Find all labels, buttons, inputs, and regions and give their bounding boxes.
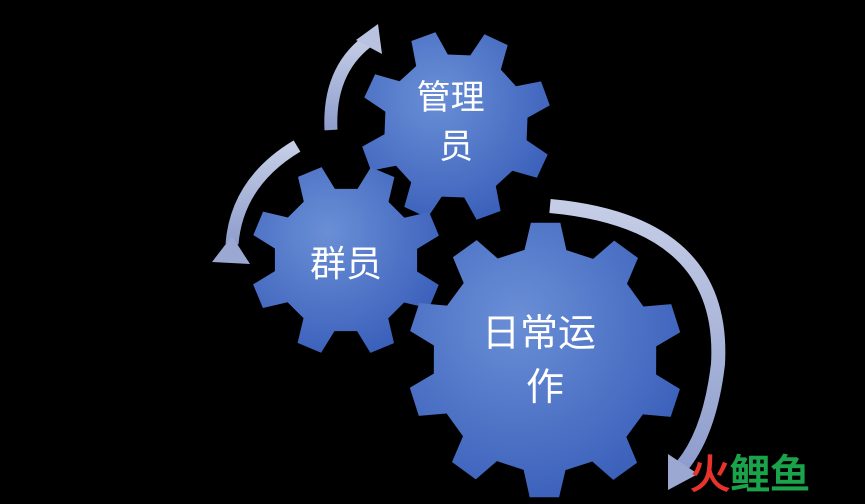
gear-operations [409, 222, 681, 498]
gear-label-operations-line2: 作 [526, 365, 564, 409]
curved-arrow-down-right [549, 199, 726, 490]
gear-members-shape [253, 167, 439, 353]
gear-label-admin-line1: 管理 [417, 78, 485, 118]
gear-members [253, 167, 439, 353]
gear-operations-shape [409, 222, 681, 498]
brand-logo: 火鲤鱼 [690, 452, 850, 498]
brand-logo-part1: 火 [690, 452, 730, 498]
brand-logo-part2: 鲤鱼 [730, 452, 810, 498]
curved-arrow-down-left [212, 140, 301, 264]
gear-label-admin: 管理 员 [417, 78, 496, 167]
gear-label-admin-line2: 员 [439, 127, 473, 167]
gear-admin [362, 32, 550, 220]
gear-admin-shape [362, 32, 550, 220]
curved-arrow-up [324, 24, 382, 131]
gear-label-operations: 日常运 作 [482, 311, 608, 409]
gear-label-members: 群员 [310, 244, 382, 285]
gear-label-operations-line1: 日常运 [482, 311, 596, 355]
